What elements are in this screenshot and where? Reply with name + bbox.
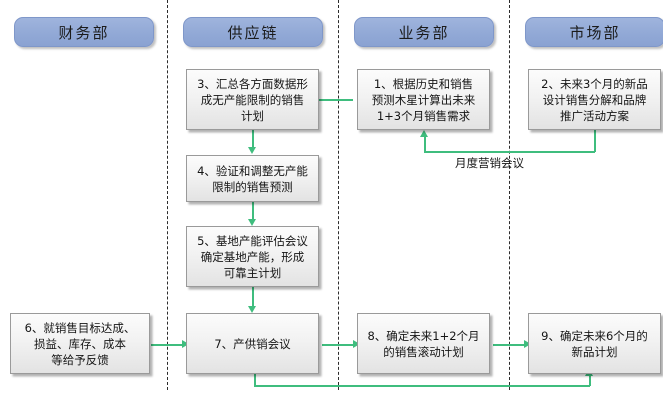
edge-n7-n8-line bbox=[322, 344, 355, 346]
node-text-line: 7、产供销会议 bbox=[214, 336, 291, 351]
lane-header-label: 财务部 bbox=[58, 23, 110, 42]
node-text-line: 限制的销售预测 bbox=[212, 179, 293, 194]
edge-n7-n9-line-up bbox=[589, 376, 591, 386]
edge-n3-n4-arrowhead bbox=[248, 147, 256, 154]
lane-divider-2 bbox=[338, 0, 339, 390]
process-node-8[interactable]: 8、确定未来1+2个月 的销售滚动计划 bbox=[357, 313, 490, 374]
process-node-1[interactable]: 1、根据历史和销售 预测木星计算出未来 1+3个月销售需求 bbox=[357, 69, 490, 130]
node-text-line: 等给予反馈 bbox=[51, 352, 109, 367]
edge-n7-n8-arrowhead bbox=[353, 340, 360, 348]
edge-n7-n9-line-down bbox=[254, 369, 256, 386]
node-text-line: 损益、库存、成本 bbox=[33, 336, 126, 351]
process-node-9[interactable]: 9、确定未来6个月的 新品计划 bbox=[528, 313, 661, 374]
edge-n5-n7-arrowhead bbox=[248, 306, 256, 313]
node-text-line: 推广活动方案 bbox=[559, 108, 629, 123]
lane-header-finance[interactable]: 财务部 bbox=[14, 17, 154, 47]
node-text-line: 8、确定未来1+2个月 bbox=[367, 328, 480, 343]
lane-header-supply-chain[interactable]: 供应链 bbox=[183, 17, 323, 47]
edge-n2-n1-arrowhead bbox=[420, 130, 428, 137]
edge-n7-n9-line-across bbox=[254, 385, 590, 387]
edge-n2-n1-line-across bbox=[424, 151, 595, 153]
node-text-line: 6、就销售目标达成、 bbox=[24, 320, 136, 335]
edge-n5-n7-line bbox=[252, 287, 254, 309]
node-text-line: 9、确定未来6个月的 bbox=[541, 328, 648, 343]
process-node-6[interactable]: 6、就销售目标达成、 损益、库存、成本 等给予反馈 bbox=[10, 313, 150, 374]
edge-n8-n9-line bbox=[493, 344, 526, 346]
lane-header-marketing[interactable]: 市场部 bbox=[525, 17, 663, 47]
edge-label-monthly-marketing-meeting: 月度营销会议 bbox=[455, 156, 524, 170]
process-node-4[interactable]: 4、验证和调整无产能 限制的销售预测 bbox=[186, 155, 319, 202]
process-node-7[interactable]: 7、产供销会议 bbox=[186, 313, 319, 374]
edge-n8-n9-arrowhead bbox=[524, 340, 531, 348]
edge-n6-n7-line bbox=[151, 344, 184, 346]
node-text-line: 1、根据历史和销售 bbox=[373, 76, 474, 91]
edge-n1-n3-line bbox=[289, 99, 353, 101]
edge-n4-n5-line bbox=[252, 201, 254, 220]
lane-header-label: 市场部 bbox=[569, 23, 621, 42]
edge-n2-n1-line-up bbox=[424, 137, 426, 152]
lane-header-label: 业务部 bbox=[398, 23, 450, 42]
node-text-line: 3、汇总各方面数据形 bbox=[197, 76, 308, 91]
edge-n2-n1-line-down bbox=[594, 130, 596, 152]
process-node-2[interactable]: 2、未来3个月的新品 设计销售分解和品牌 推广活动方案 bbox=[528, 69, 661, 130]
node-text-line: 的销售滚动计划 bbox=[383, 344, 464, 359]
edge-n4-n5-arrowhead bbox=[248, 219, 256, 226]
lane-divider-3 bbox=[509, 0, 510, 390]
node-text-line: 4、验证和调整无产能 bbox=[197, 163, 308, 178]
lane-divider-1 bbox=[167, 0, 168, 390]
edge-n3-n4-line bbox=[252, 130, 254, 149]
node-text-line: 成无产能限制的销售 bbox=[200, 92, 305, 107]
node-text-line: 可靠主计划 bbox=[223, 265, 282, 280]
node-text-line: 设计销售分解和品牌 bbox=[542, 92, 647, 107]
process-node-5[interactable]: 5、基地产能评估会议 确定基地产能，形成 可靠主计划 bbox=[186, 226, 319, 287]
lane-header-business[interactable]: 业务部 bbox=[354, 17, 494, 47]
node-text-line: 新品计划 bbox=[571, 344, 618, 359]
node-text-line: 2、未来3个月的新品 bbox=[541, 76, 648, 91]
node-text-line: 5、基地产能评估会议 bbox=[197, 233, 308, 248]
process-node-3[interactable]: 3、汇总各方面数据形 成无产能限制的销售 计划 bbox=[186, 69, 319, 130]
node-text-line: 计划 bbox=[240, 108, 264, 123]
lane-header-label: 供应链 bbox=[227, 23, 279, 42]
node-text-line: 1+3个月销售需求 bbox=[376, 108, 471, 123]
edge-n6-n7-arrowhead bbox=[182, 340, 189, 348]
node-text-line: 预测木星计算出未来 bbox=[371, 92, 476, 107]
node-text-line: 确定基地产能，形成 bbox=[200, 249, 305, 264]
